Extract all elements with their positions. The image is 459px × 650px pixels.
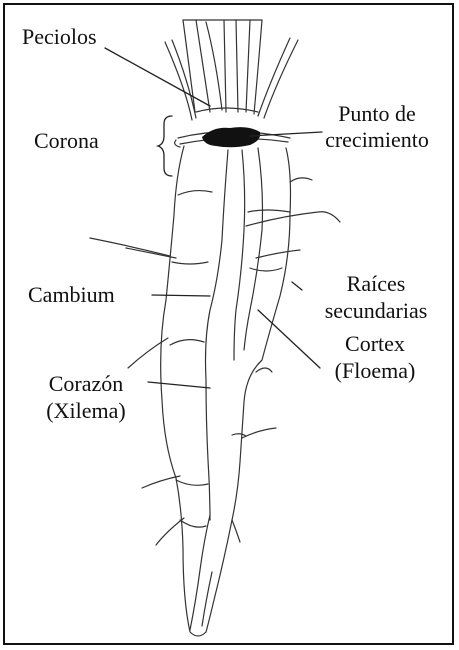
label-peciolos: Peciolos [22,24,97,50]
label-punto-line2: crecimiento [317,127,437,153]
growth-point-mark [202,127,260,147]
label-cambium: Cambium [28,282,115,308]
label-raices-line2: secundarias [311,298,441,324]
segment-marks [170,191,290,528]
label-punto-line1: Punto de [317,101,437,127]
label-corazon-line2: (Xilema) [30,398,142,424]
label-corazon-line1: Corazón [30,371,142,397]
core-lines [206,148,263,520]
label-cortex-line2: (Floema) [320,358,430,384]
label-raices-line1: Raíces [311,271,441,297]
label-cortex-line1: Cortex [320,331,430,357]
petioles-drawing [165,20,298,120]
label-corona: Corona [34,128,99,154]
secondary-roots [90,178,340,545]
corona-brace [158,116,172,176]
